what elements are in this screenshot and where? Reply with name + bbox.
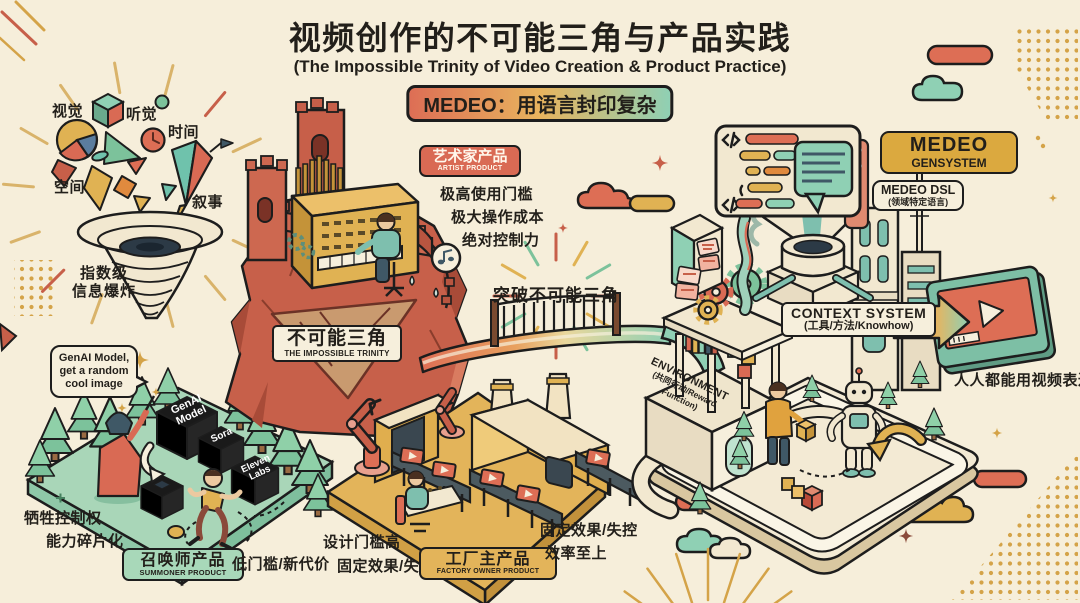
code-panel-icon <box>714 124 870 230</box>
label-narrative: 叙事 <box>192 194 224 211</box>
summoner-product-badge: 召唤师产品 SUMMONER PRODUCT <box>122 548 244 582</box>
medeo-seal-badge: MEDEO：用语言封印复杂 <box>406 85 674 122</box>
summoner-tradeoff: 低门槛/新代价 <box>232 556 330 573</box>
artist-product-badge: 艺术家产品 ARTIST PRODUCT <box>419 145 521 177</box>
factory-point-3: 固定效果/失控 <box>540 522 638 539</box>
printer-building <box>669 213 725 301</box>
clock-icon <box>140 127 166 153</box>
dots-pattern-bottom-right <box>952 452 1078 600</box>
breakthrough-label: 突破不可能三角 <box>493 286 619 305</box>
sunburst-bottom <box>623 547 793 603</box>
label-vision: 视觉 <box>52 103 84 120</box>
pie-chart-icon <box>55 118 99 162</box>
info-explosion-caption: 指数级 信息爆炸 <box>71 265 136 300</box>
factory-point-4: 效率至上 <box>545 545 608 562</box>
impossible-trinity-box: 不可能三角 THE IMPOSSIBLE TRINITY <box>272 325 402 363</box>
kite-decoration-left-edge <box>0 322 18 353</box>
media-elements-cluster <box>51 92 234 320</box>
grass-marks <box>56 466 217 503</box>
factory-product-badge: 工厂主产品 FACTORY OWNER PRODUCT <box>419 547 557 580</box>
tornado-icon <box>76 210 224 320</box>
ribbon-stripe <box>744 221 752 271</box>
factory-operator <box>395 470 464 533</box>
page-title: 视频创作的不可能三角与产品实践 <box>288 20 792 56</box>
worker-icon <box>765 381 818 466</box>
outcome-label: 人人都能用视频表达 <box>954 372 1080 389</box>
play-icon <box>978 300 1005 328</box>
factory-point-1: 设计门槛高 <box>323 534 401 551</box>
label-hearing: 听觉 <box>126 106 158 123</box>
label-time: 时间 <box>168 124 200 141</box>
dots-pattern-top-right <box>1012 26 1078 120</box>
artist-point-1: 极高使用门槛 <box>440 186 534 203</box>
castle-icon <box>224 97 472 438</box>
cube-icon <box>90 92 126 129</box>
label-space: 空间 <box>54 179 86 196</box>
chat-bubble-icon <box>793 140 854 215</box>
medeo-dsl-box: MEDEO DSL (领域特定语言) <box>872 180 965 212</box>
cargo-cubes <box>781 477 825 512</box>
summoner-point-2: 能力碎片化 <box>46 533 124 550</box>
sparkle-decorations <box>117 135 1058 544</box>
video-player-icon <box>925 265 1057 375</box>
summon-arrow-icon <box>139 441 167 484</box>
motion-arrows <box>184 501 285 545</box>
summoner-point-1: 牺牲控制权 <box>24 510 102 527</box>
artist-point-2: 极大操作成本 <box>451 209 545 226</box>
drops <box>409 275 439 298</box>
runner-icon <box>187 468 243 550</box>
genai-speech-bubble: GenAI Model, get a random cool image <box>50 345 149 398</box>
context-system-box: CONTEXT SYSTEM (工具/方法/Knowhow) <box>781 302 937 337</box>
duck-icon <box>167 525 185 539</box>
robot-arm-icon <box>346 387 465 477</box>
corner-lines-decoration <box>0 0 46 62</box>
page-subtitle: (The Impossible Trinity of Video Creatio… <box>293 57 787 76</box>
music-note-icon <box>430 242 462 274</box>
funnel-machine-icon <box>748 202 874 320</box>
ribbon <box>738 214 752 314</box>
wizard-icon <box>94 387 161 504</box>
dot-icon <box>154 94 170 110</box>
tower-icon <box>850 206 900 392</box>
medeo-gensystem-badge: MEDEO GENSYSTEM <box>880 131 1018 174</box>
documents <box>674 237 721 301</box>
artist-point-3: 绝对控制力 <box>462 232 540 249</box>
factory-point-2: 固定效果/失控 <box>337 558 435 575</box>
organ-player <box>355 212 404 297</box>
loop-arrow-icon <box>866 422 927 463</box>
